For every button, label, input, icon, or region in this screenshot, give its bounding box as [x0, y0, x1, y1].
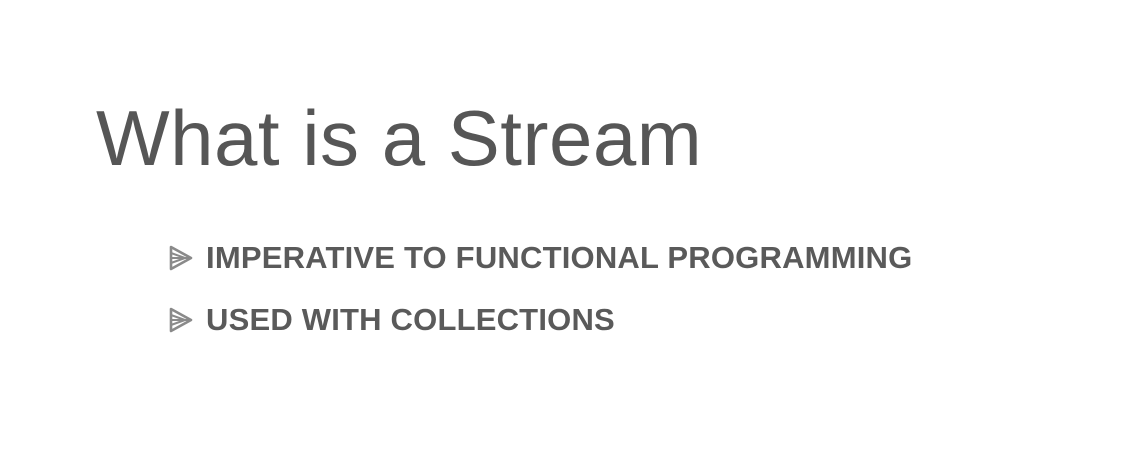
list-item: USED WITH COLLECTIONS [168, 298, 912, 342]
bullet-text: IMPERATIVE TO FUNCTIONAL PROGRAMMING [206, 240, 913, 275]
bullet-list: IMPERATIVE TO FUNCTIONAL PROGRAMMING USE… [168, 236, 912, 360]
triangle-bullet-icon [169, 307, 193, 333]
slide-title: What is a Stream [96, 94, 703, 182]
triangle-bullet-icon [169, 245, 193, 271]
list-item: IMPERATIVE TO FUNCTIONAL PROGRAMMING [168, 236, 912, 280]
bullet-text: USED WITH COLLECTIONS [206, 302, 615, 337]
